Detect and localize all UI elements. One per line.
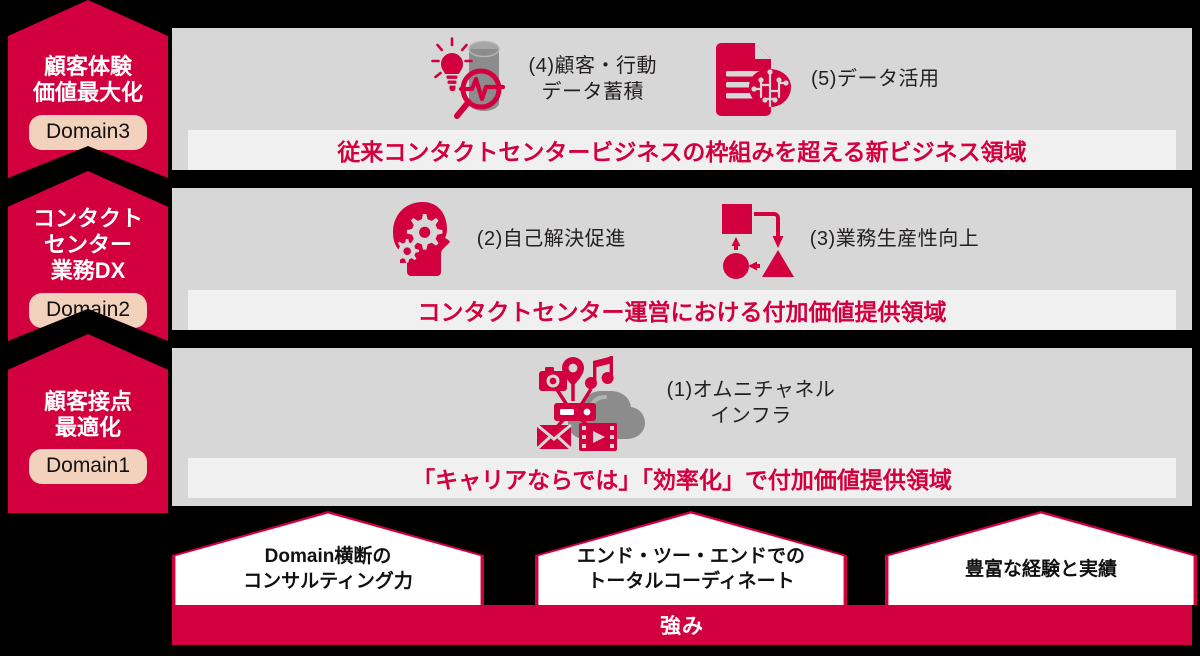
row-banner-text: 従来コンタクトセンタービジネスの枠組みを超える新ビジネス領域: [337, 139, 1027, 165]
head-gears-icon: [392, 202, 450, 276]
row-icon-strip: (1)オムニチャネル インフラ: [172, 348, 1192, 458]
domain-segment-title: コンタクト センター 業務DX: [32, 206, 143, 283]
strength-house-1[interactable]: Domain横断の コンサルティング力: [172, 511, 484, 605]
row-banner-domain1: 「キャリアならでは」「効率化」で付加価値提供領域: [188, 458, 1176, 498]
row-icon-strip: (4)顧客・行動 データ蓄積: [172, 28, 1192, 130]
row-icon-strip: (2)自己解決促進: [172, 188, 1192, 290]
item-self-resolution[interactable]: (2)自己解決促進: [385, 198, 626, 280]
strength-house-label: 豊富な経験と実績: [964, 558, 1117, 580]
content-row-domain1: (1)オムニチャネル インフラ 「キャリアならでは」「効率化」で付加価値提供領域: [172, 348, 1192, 506]
item-customer-behavior-data[interactable]: (4)顧客・行動 データ蓄積: [425, 37, 657, 121]
strength-house-3[interactable]: 豊富な経験と実績: [885, 511, 1197, 605]
omnichannel-cloud-icon: [535, 356, 645, 451]
content-row-domain3: (4)顧客・行動 データ蓄積: [172, 28, 1192, 170]
item-label: (4)顧客・行動 データ蓄積: [528, 54, 657, 103]
domain-segment-title: 顧客体験 価値最大化: [32, 54, 143, 105]
strength-house-label: Domain横断の コンサルティング力: [243, 546, 413, 592]
item-label: (2)自己解決促進: [476, 227, 626, 250]
item-data-utilization[interactable]: (5)データ活用: [713, 37, 939, 121]
item-label: (1)オムニチャネル インフラ: [666, 378, 836, 427]
flowchart-icon: [721, 204, 794, 279]
item-label: (3)業務生産性向上: [809, 227, 980, 250]
item-operational-productivity[interactable]: (3)業務生産性向上: [714, 198, 979, 280]
strength-house-body: Domain横断の コンサルティング力: [175, 513, 481, 605]
strength-bar-label: 強み: [660, 615, 704, 638]
domain-segment-title: 顧客接点 最適化: [43, 388, 132, 440]
domain-rail: 顧客体験 価値最大化 Domain3 コンタクト センター 業務DX Domai…: [8, 0, 168, 513]
item-label: (5)データ活用: [811, 67, 940, 90]
domain-badge-domain2: Domain2: [28, 292, 148, 328]
content-row-domain2: (2)自己解決促進: [172, 188, 1192, 330]
strength-house-label: エンド・ツー・エンドでの トータルコーディネート: [576, 546, 805, 592]
row-banner-domain3: 従来コンタクトセンタービジネスの枠組みを超える新ビジネス領域: [188, 130, 1176, 170]
domain-badge-domain1: Domain1: [28, 449, 148, 485]
database-insight-icon: [430, 37, 505, 119]
strength-house-body: エンド・ツー・エンドでの トータルコーディネート: [538, 513, 844, 605]
domain-segment-domain2[interactable]: コンタクト センター 業務DX Domain2: [8, 171, 168, 341]
row-banner-text: 「キャリアならでは」「効率化」で付加価値提供領域: [412, 467, 952, 493]
strength-house-body: 豊富な経験と実績: [888, 513, 1194, 605]
domain-badge-domain3: Domain3: [28, 114, 148, 150]
strength-bar: 強み: [172, 605, 1192, 645]
document-ai-brain-icon: [716, 43, 791, 116]
domain-segment-domain3[interactable]: 顧客体験 価値最大化 Domain3: [8, 0, 168, 178]
domain-segment-domain1[interactable]: 顧客接点 最適化 Domain1: [8, 334, 168, 513]
row-banner-text: コンタクトセンター運営における付加価値提供領域: [417, 299, 947, 325]
item-omnichannel-infra[interactable]: (1)オムニチャネル インフラ: [529, 353, 836, 453]
strength-house-2[interactable]: エンド・ツー・エンドでの トータルコーディネート: [535, 511, 847, 605]
row-banner-domain2: コンタクトセンター運営における付加価値提供領域: [188, 290, 1176, 330]
